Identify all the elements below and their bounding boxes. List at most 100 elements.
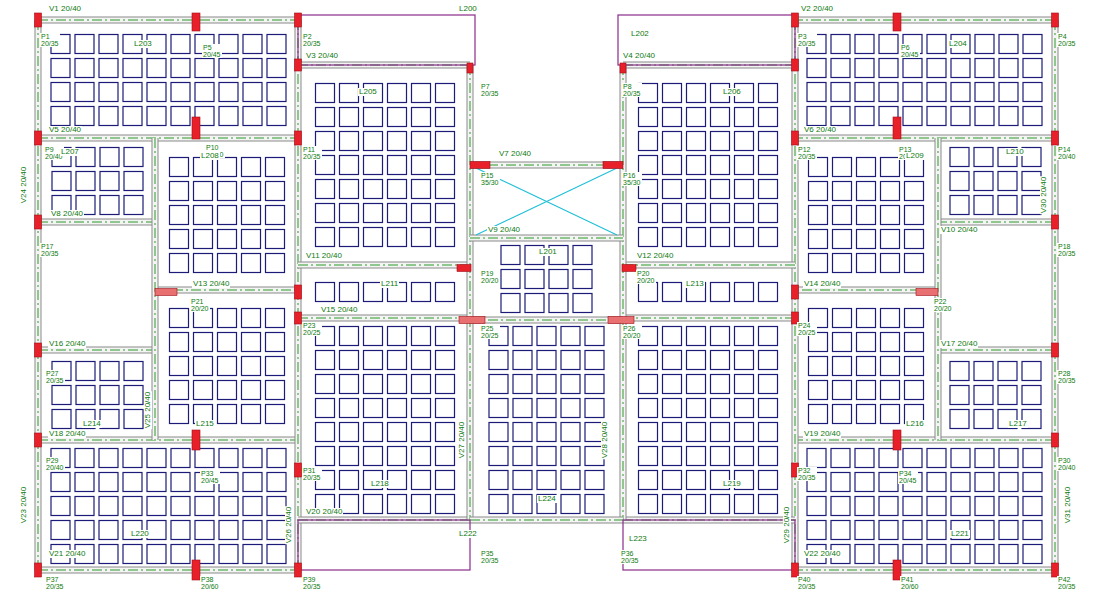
waffle-cavity (436, 228, 455, 247)
waffle-cavity (831, 59, 850, 78)
waffle-cavity (687, 471, 706, 490)
waffle-cavity (99, 545, 118, 564)
beam-label: V17 20/40 (940, 340, 978, 348)
waffle-cavity (316, 84, 335, 103)
waffle-cavity (857, 158, 876, 177)
beam-fill (623, 316, 795, 321)
waffle-cavity (99, 59, 118, 78)
waffle-cavity (242, 357, 261, 376)
beam-fill (795, 136, 1055, 141)
waffle-cavity (573, 270, 592, 289)
outlines (298, 15, 795, 570)
waffle-cavity (242, 230, 261, 249)
slab-label: L201 (538, 248, 558, 256)
column (155, 289, 177, 296)
beam-label: V26 20/40 (285, 506, 293, 544)
beams (38, 20, 1055, 570)
waffle-cavity (100, 196, 119, 215)
waffle-cavity (170, 254, 189, 273)
waffle-cavity (412, 228, 431, 247)
beam (938, 219, 1055, 226)
waffle-cavity (243, 521, 262, 540)
column (295, 463, 302, 477)
waffle-cavity (951, 521, 970, 540)
waffle-cavity (171, 545, 190, 564)
shaft-cross (476, 168, 617, 235)
beam-fill (470, 518, 623, 523)
waffle-cavity (99, 473, 118, 492)
waffle-cavity (76, 172, 95, 191)
beam-label: V20 20/40 (305, 508, 343, 516)
beam-axis (470, 520, 623, 521)
beam-fill (470, 318, 623, 323)
waffle-cavity (809, 357, 828, 376)
waffle-cavity (879, 497, 898, 516)
waffle-cavity (687, 399, 706, 418)
waffle-cavity (831, 35, 850, 54)
waffle-cavity (975, 449, 994, 468)
waffle-cavity (340, 351, 359, 370)
waffle-cavity (881, 182, 900, 201)
waffle-cavity (857, 405, 876, 424)
waffle-cavity (903, 107, 922, 126)
waffle-cavity (687, 327, 706, 346)
waffle-cavity (242, 405, 261, 424)
waffle-cavity (881, 158, 900, 177)
beam-label: V27 20/40 (458, 421, 466, 459)
waffle-cavity (585, 399, 604, 418)
waffle-cavity (76, 386, 95, 405)
waffle-cavity (171, 497, 190, 516)
waffle-cavity (147, 107, 166, 126)
waffle-cavity (831, 521, 850, 540)
waffle-cavity (951, 59, 970, 78)
waffle-cavity (436, 108, 455, 127)
waffle-cavity (171, 107, 190, 126)
waffle-cavity (124, 410, 143, 429)
waffle-cavity (735, 375, 754, 394)
waffle-cavity (881, 333, 900, 352)
waffle-cavity (412, 156, 431, 175)
waffle-cavity (123, 83, 142, 102)
waffle-cavity (171, 35, 190, 54)
waffle-cavity (881, 206, 900, 225)
waffle-cavity (585, 375, 604, 394)
waffle-cavity (219, 107, 238, 126)
waffle-cavity (194, 206, 213, 225)
beam-fill (938, 348, 1055, 353)
waffle-cavity (123, 107, 142, 126)
waffle-cavity (537, 375, 556, 394)
waffle-cavity (879, 83, 898, 102)
column-label: P39 20/35 (302, 576, 322, 590)
waffle-cavity (950, 172, 969, 191)
waffle-cavity (735, 108, 754, 127)
waffle-cavity (316, 423, 335, 442)
waffle-cavity (513, 447, 532, 466)
waffle-cavity (855, 107, 874, 126)
waffle-cavity (513, 327, 532, 346)
waffle-cavity (833, 158, 852, 177)
beam (470, 317, 623, 324)
column (622, 265, 636, 272)
waffle-cavity (881, 381, 900, 400)
beam-label: V7 20/40 (498, 150, 532, 158)
column-label: P35 20/35 (480, 550, 500, 564)
waffle-cavity (218, 158, 237, 177)
waffle-cavity (316, 204, 335, 223)
column-label: P15 35/30 (480, 172, 500, 186)
waffle-cavity (364, 375, 383, 394)
waffle-cavity (974, 386, 993, 405)
waffle-cavity (412, 375, 431, 394)
waffle-cavity (905, 357, 924, 376)
waffle-cavity (950, 196, 969, 215)
waffle-cavity (711, 447, 730, 466)
waffle-cavity (759, 327, 778, 346)
beam-axis (1055, 20, 1056, 570)
column (916, 289, 938, 296)
waffle-cavity (75, 521, 94, 540)
waffle-cavity (711, 351, 730, 370)
waffle-cavity (663, 156, 682, 175)
waffle-cavity (998, 386, 1017, 405)
waffle-cavity (759, 204, 778, 223)
waffle-cavity (489, 447, 508, 466)
waffle-cavity (687, 132, 706, 151)
